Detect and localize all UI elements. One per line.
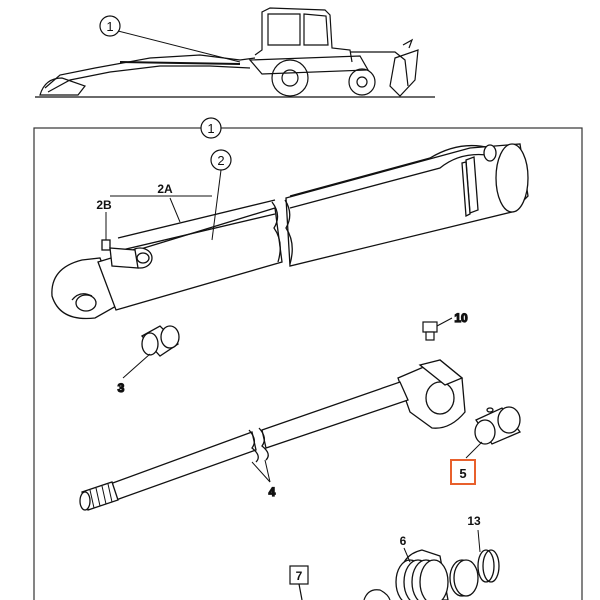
- svg-text:7: 7: [296, 569, 303, 583]
- svg-text:6: 6: [400, 534, 407, 548]
- svg-text:2A: 2A: [157, 182, 173, 196]
- top-callout: 1: [99, 15, 241, 63]
- svg-text:10: 10: [454, 311, 468, 325]
- callout-2b: 2B: [96, 198, 112, 240]
- svg-text:2: 2: [217, 153, 224, 168]
- bushing-5: [465, 406, 522, 459]
- piston-rod: 4: [79, 359, 466, 511]
- part-7: 7: [289, 565, 391, 600]
- cylinder-barrel: [51, 143, 529, 320]
- callout-2a: 2A: [157, 182, 181, 223]
- svg-text:3: 3: [118, 381, 125, 395]
- svg-text:13: 13: [467, 514, 481, 528]
- backhoe-illustration: [35, 7, 435, 98]
- svg-text:1: 1: [106, 19, 113, 34]
- svg-text:4: 4: [269, 485, 276, 499]
- svg-text:5: 5: [459, 466, 466, 481]
- seal-ring-13: 13: [467, 514, 500, 583]
- callout-2: 2: [110, 149, 232, 241]
- frame-callout: 1: [200, 117, 222, 139]
- grease-fitting-10: 10: [422, 310, 469, 341]
- callout-5-highlight[interactable]: 5: [450, 459, 476, 485]
- svg-text:1: 1: [207, 121, 214, 136]
- svg-text:2B: 2B: [96, 198, 112, 212]
- bushing-3: 3: [117, 325, 180, 396]
- detail-frame: [33, 127, 583, 600]
- piston-6: 6: [395, 534, 479, 600]
